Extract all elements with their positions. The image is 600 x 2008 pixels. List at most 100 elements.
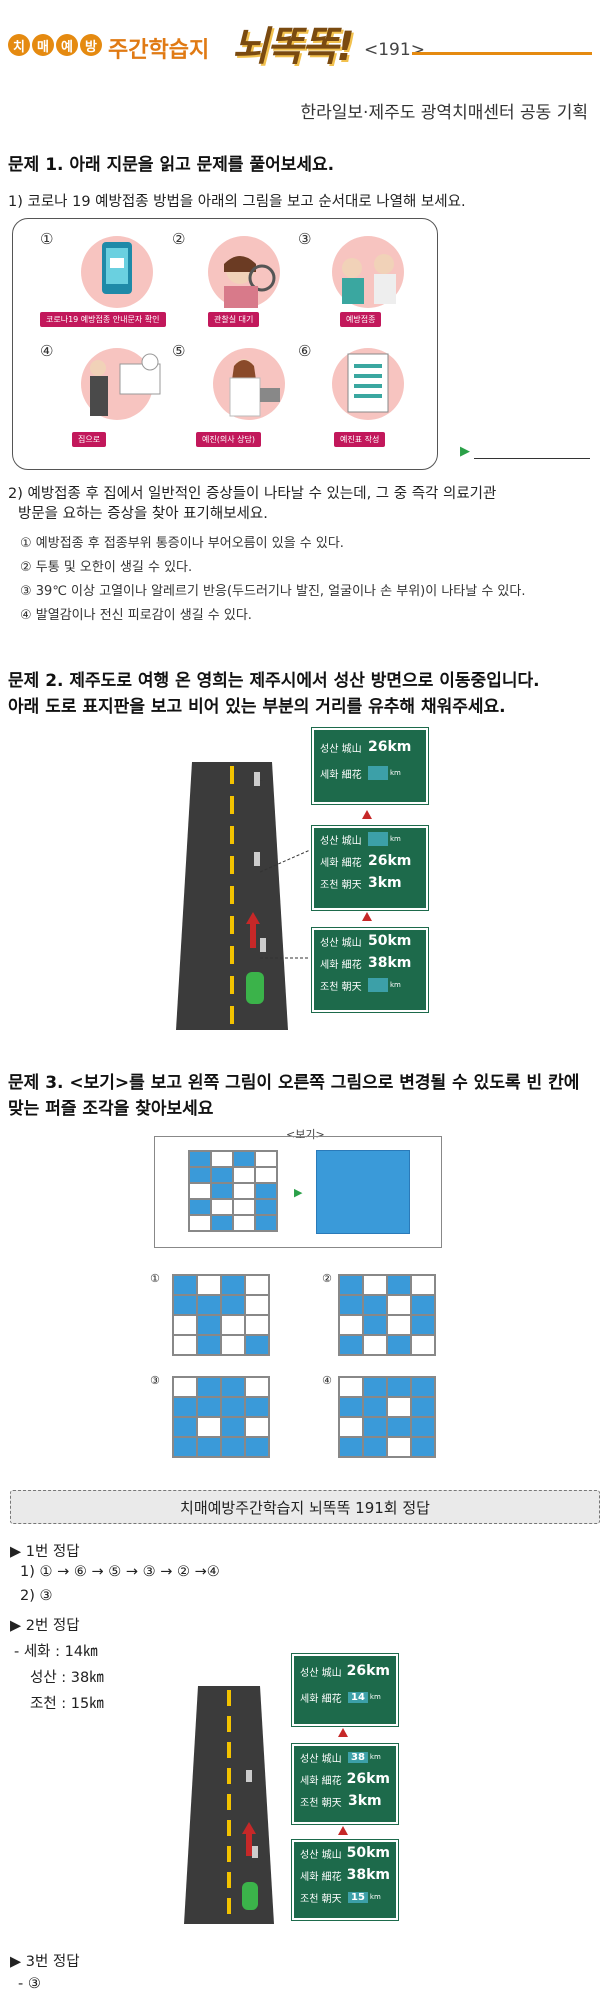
sign-unit: km bbox=[369, 1893, 381, 1901]
puzzle-cell bbox=[189, 1215, 211, 1231]
scene-number: ① bbox=[40, 230, 54, 248]
q3-title-line1: 문제 3. <보기>를 보고 왼쪽 그림이 오른쪽 그림으로 변경될 수 있도록… bbox=[8, 1073, 580, 1093]
scene-doctor-illustration bbox=[213, 348, 285, 420]
puzzle-cell bbox=[221, 1315, 245, 1335]
choice-grid-2[interactable] bbox=[338, 1274, 436, 1356]
answer-road-illustration bbox=[184, 1686, 274, 1924]
scene-label: 예진(의사 상담) bbox=[196, 432, 261, 447]
q1-part2-line2: 방문을 요하는 증상을 찾아 표기해보세요. bbox=[18, 506, 268, 522]
sign-unit: km bbox=[390, 769, 401, 777]
answer1-line1: 1) ① → ⑥ → ⑤ → ③ → ② →④ bbox=[20, 1564, 220, 1580]
sign-place: 조천 朝天 bbox=[320, 981, 362, 993]
sign-blank[interactable] bbox=[368, 832, 388, 846]
option-item: ① 예방접종 후 접종부위 통증이나 부어오름이 있을 수 있다. bbox=[20, 536, 344, 551]
puzzle-cell bbox=[173, 1417, 197, 1437]
sign-answer: 15 bbox=[348, 1891, 368, 1903]
puzzle-cell bbox=[387, 1295, 411, 1315]
puzzle-cell bbox=[197, 1377, 221, 1397]
scene-phone-illustration bbox=[81, 236, 153, 308]
puzzle-cell bbox=[387, 1275, 411, 1295]
q2-title-line2: 아래 도로 표지판을 보고 비어 있는 부분의 거리를 유추해 채워주세요. bbox=[8, 697, 506, 717]
arrow-up-icon bbox=[338, 1728, 348, 1737]
puzzle-cell bbox=[363, 1275, 387, 1295]
header-rule bbox=[412, 52, 592, 55]
option-item: ③ 39℃ 이상 고열이나 알레르기 반응(두드러기나 발진, 얼굴이나 손 부… bbox=[20, 584, 526, 599]
q1-image-panel bbox=[12, 218, 438, 470]
subtitle: 한라일보·제주도 광역치매센터 공동 기획 bbox=[300, 103, 589, 123]
answer2-line: - 세화 : 14㎞ bbox=[14, 1644, 98, 1660]
puzzle-cell bbox=[197, 1335, 221, 1355]
puzzle-cell bbox=[411, 1275, 435, 1295]
puzzle-cell bbox=[255, 1183, 277, 1199]
puzzle-cell bbox=[197, 1275, 221, 1295]
sign-blank[interactable] bbox=[368, 978, 388, 992]
sign-place: 성산 城山 bbox=[320, 743, 362, 755]
puzzle-cell bbox=[255, 1215, 277, 1231]
header-title: 주간학습지 bbox=[108, 38, 210, 63]
choice-label: ② bbox=[322, 1272, 332, 1285]
puzzle-cell bbox=[339, 1377, 363, 1397]
sign-place: 성산 城山 bbox=[320, 835, 362, 847]
puzzle-cell bbox=[221, 1335, 245, 1355]
puzzle-cell bbox=[411, 1417, 435, 1437]
scene-number: ⑤ bbox=[172, 342, 186, 360]
choice-grid-3[interactable] bbox=[172, 1376, 270, 1458]
puzzle-cell bbox=[363, 1397, 387, 1417]
puzzle-cell bbox=[189, 1199, 211, 1215]
puzzle-cell bbox=[189, 1183, 211, 1199]
sign-place: 조천 朝天 bbox=[320, 879, 362, 891]
puzzle-cell bbox=[173, 1335, 197, 1355]
puzzle-cell bbox=[197, 1397, 221, 1417]
puzzle-cell bbox=[221, 1377, 245, 1397]
header-circle-4: 방 bbox=[80, 34, 102, 56]
choice-grid-4[interactable] bbox=[338, 1376, 436, 1458]
puzzle-cell bbox=[173, 1315, 197, 1335]
scene-number: ⑥ bbox=[298, 342, 312, 360]
answer1-title: ▶ 1번 정답 bbox=[10, 1544, 80, 1560]
sign-place: 세화 細花 bbox=[300, 1871, 342, 1883]
road-illustration bbox=[176, 762, 288, 1030]
puzzle-cell bbox=[189, 1167, 211, 1183]
scene-label: 관찰실 대기 bbox=[208, 312, 260, 327]
q3-title-line2: 맞는 퍼즐 조각을 찾아보세요 bbox=[8, 1099, 214, 1119]
sign-unit: km bbox=[369, 1753, 381, 1761]
sign-place: 조천 朝天 bbox=[300, 1797, 342, 1809]
sign-blank[interactable] bbox=[368, 766, 388, 780]
puzzle-cell bbox=[245, 1397, 269, 1417]
arrow-up-icon bbox=[362, 912, 372, 921]
puzzle-cell bbox=[211, 1167, 233, 1183]
puzzle-cell bbox=[197, 1315, 221, 1335]
issue-number: <191> bbox=[364, 40, 425, 60]
puzzle-cell bbox=[211, 1151, 233, 1167]
sign-place: 조천 朝天 bbox=[300, 1893, 342, 1905]
header-circle-3: 예 bbox=[56, 34, 78, 56]
puzzle-cell bbox=[197, 1437, 221, 1457]
puzzle-cell bbox=[211, 1183, 233, 1199]
example-label: <보기> bbox=[286, 1128, 325, 1141]
sign-place: 성산 城山 bbox=[300, 1753, 342, 1765]
choice-grid-1[interactable] bbox=[172, 1274, 270, 1356]
sign-place: 성산 城山 bbox=[300, 1667, 342, 1679]
puzzle-cell bbox=[363, 1295, 387, 1315]
sign-place: 세화 細花 bbox=[320, 769, 362, 781]
puzzle-cell bbox=[411, 1335, 435, 1355]
puzzle-cell bbox=[411, 1315, 435, 1335]
arrow-right-icon: ▶ bbox=[294, 1186, 303, 1199]
puzzle-cell bbox=[363, 1377, 387, 1397]
option-item: ④ 발열감이나 전신 피로감이 생길 수 있다. bbox=[20, 608, 252, 623]
answers-banner: 치매예방주간학습지 뇌똑똑 191회 정답 bbox=[10, 1490, 600, 1524]
q1-title: 문제 1. 아래 지문을 읽고 문제를 풀어보세요. bbox=[8, 155, 335, 175]
puzzle-cell bbox=[339, 1315, 363, 1335]
puzzle-cell bbox=[411, 1397, 435, 1417]
sign-unit: km bbox=[369, 1693, 381, 1701]
sign-distance: 3km bbox=[348, 1793, 382, 1809]
puzzle-cell bbox=[233, 1183, 255, 1199]
puzzle-cell bbox=[197, 1417, 221, 1437]
puzzle-cell bbox=[245, 1437, 269, 1457]
answer-blank-line[interactable] bbox=[474, 458, 590, 459]
puzzle-cell bbox=[233, 1215, 255, 1231]
